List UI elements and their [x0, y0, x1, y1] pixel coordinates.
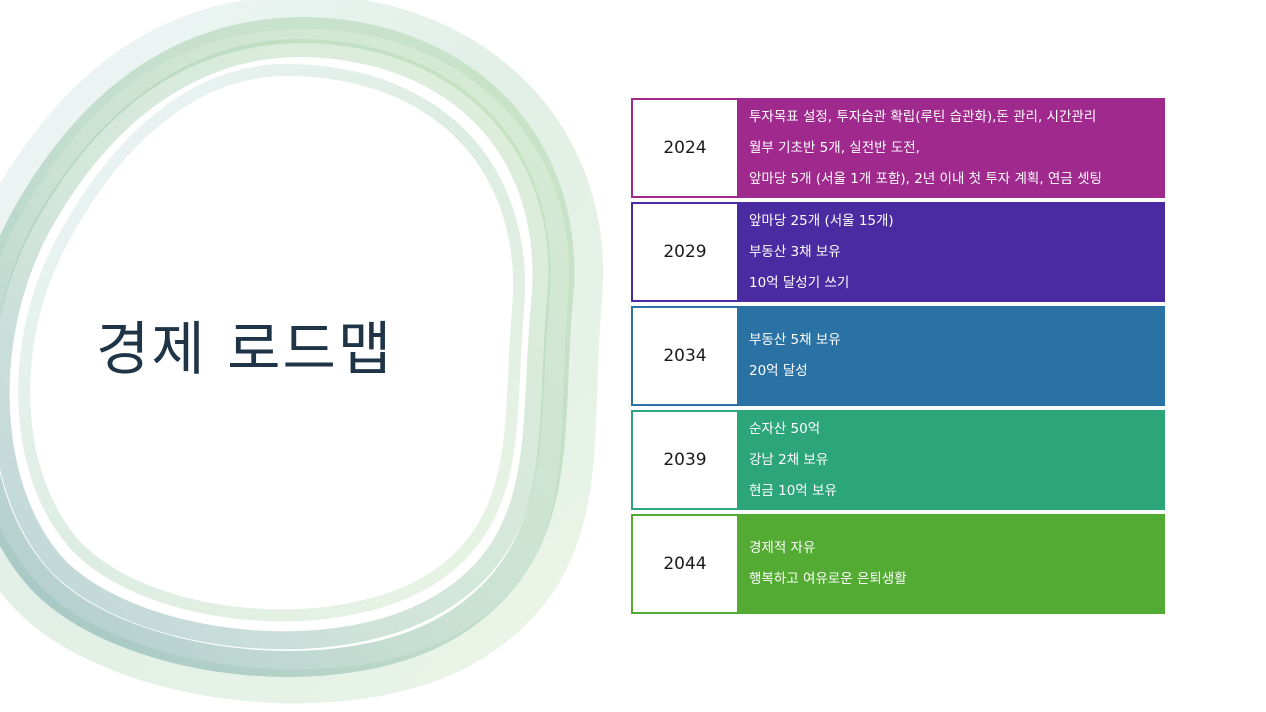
timeline-row-2029: 2029 앞마당 25개 (서울 15개) 부동산 3채 보유 10억 달성기 … [631, 202, 1165, 302]
timeline-row-2024: 2024 투자목표 설정, 투자습관 확립(루틴 습관화),돈 관리, 시간관리… [631, 98, 1165, 198]
milestone-line: 10억 달성기 쓰기 [749, 274, 850, 291]
milestone-line: 순자산 50억 [749, 420, 821, 437]
timeline-row-2039: 2039 순자산 50억 강남 2채 보유 현금 10억 보유 [631, 410, 1165, 510]
roadmap-timeline: 2024 투자목표 설정, 투자습관 확립(루틴 습관화),돈 관리, 시간관리… [631, 98, 1165, 618]
milestone-line: 앞마당 25개 (서울 15개) [749, 212, 894, 229]
page-title: 경제 로드맵 [96, 315, 394, 383]
year-label: 2044 [631, 514, 739, 614]
milestone-line: 월부 기초반 5개, 실전반 도전, [749, 139, 920, 156]
milestone-line: 앞마당 5개 (서울 1개 포함), 2년 이내 첫 투자 계획, 연금 셋팅 [749, 170, 1102, 187]
milestone-description: 순자산 50억 강남 2채 보유 현금 10억 보유 [739, 410, 1165, 510]
milestone-description: 투자목표 설정, 투자습관 확립(루틴 습관화),돈 관리, 시간관리 월부 기… [739, 98, 1165, 198]
timeline-row-2044: 2044 경제적 자유 행복하고 여유로운 은퇴생활 [631, 514, 1165, 614]
milestone-line: 행복하고 여유로운 은퇴생활 [749, 571, 907, 587]
milestone-line: 경제적 자유 [749, 540, 816, 556]
milestone-description: 앞마당 25개 (서울 15개) 부동산 3채 보유 10억 달성기 쓰기 [739, 202, 1165, 302]
milestone-description: 부동산 5채 보유 20억 달성 [739, 306, 1165, 406]
milestone-line: 투자목표 설정, 투자습관 확립(루틴 습관화),돈 관리, 시간관리 [749, 108, 1097, 125]
decorative-ring-graphic [0, 0, 604, 704]
milestone-line: 20억 달성 [749, 363, 808, 379]
year-label: 2034 [631, 306, 739, 406]
milestone-line: 강남 2채 보유 [749, 451, 829, 468]
timeline-row-2034: 2034 부동산 5채 보유 20억 달성 [631, 306, 1165, 406]
year-label: 2029 [631, 202, 739, 302]
year-label: 2024 [631, 98, 739, 198]
year-label: 2039 [631, 410, 739, 510]
milestone-line: 부동산 5채 보유 [749, 332, 841, 348]
milestone-line: 부동산 3채 보유 [749, 243, 841, 260]
milestone-line: 현금 10억 보유 [749, 482, 837, 499]
milestone-description: 경제적 자유 행복하고 여유로운 은퇴생활 [739, 514, 1165, 614]
